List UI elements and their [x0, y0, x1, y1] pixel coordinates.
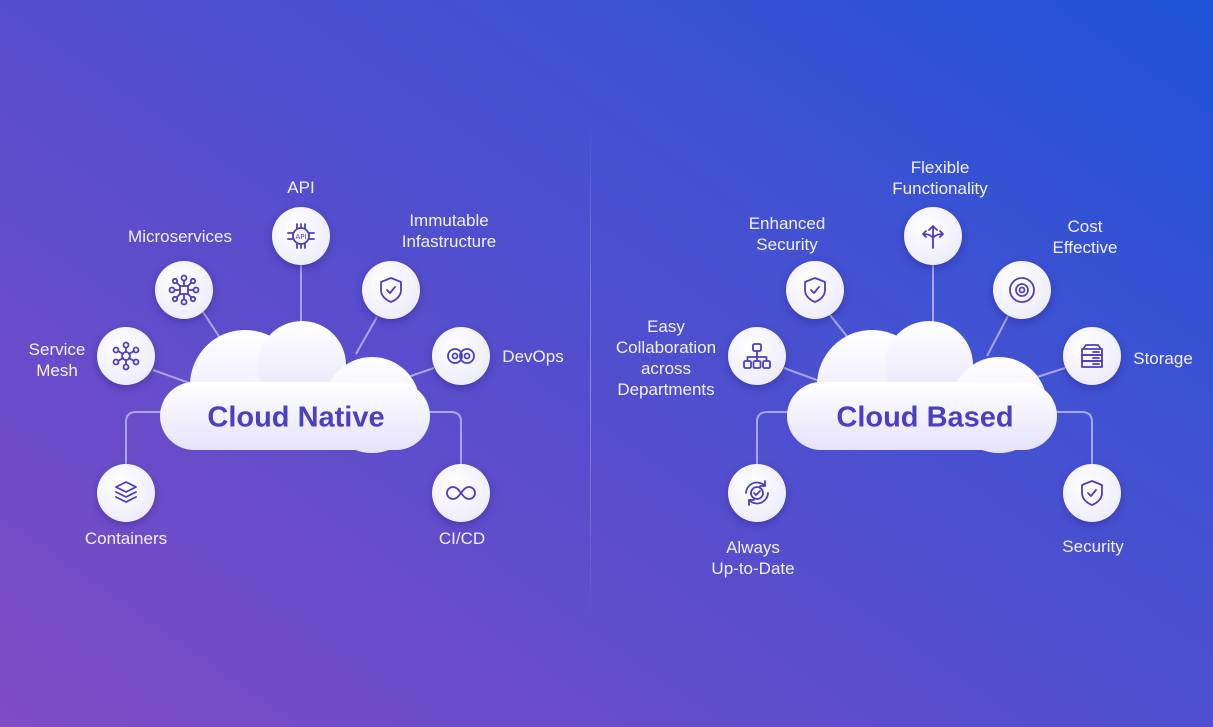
devops-label: DevOps	[502, 347, 564, 366]
org-chart-icon	[743, 343, 771, 369]
containers-node	[97, 464, 155, 522]
label-line: Flexible	[910, 158, 970, 177]
label-line: Service	[28, 340, 86, 359]
api-chip-icon: API	[287, 223, 315, 249]
api-node: API	[272, 207, 330, 265]
server-icon	[1081, 344, 1103, 368]
service-mesh-node	[97, 327, 155, 385]
infinity-icon	[446, 486, 476, 500]
flexible-functionality-node	[904, 207, 962, 265]
gear-cycle-icon	[1009, 277, 1035, 303]
refresh-check-icon	[745, 480, 769, 506]
label-line: Effective	[1052, 238, 1118, 257]
security-label: Security	[1062, 537, 1124, 556]
svg-text:API: API	[295, 233, 306, 241]
always-up-to-date-node	[728, 464, 786, 522]
immutable-infrastructure-node	[362, 261, 420, 319]
layers-icon	[115, 481, 137, 503]
label-line: across	[640, 359, 692, 378]
devops-node	[432, 327, 490, 385]
label-line: Cost	[1067, 217, 1103, 236]
label-line: Enhanced	[748, 214, 826, 233]
label-line: Mesh	[36, 361, 78, 380]
gears-cycle-icon	[447, 348, 475, 364]
label-line: Up-to-Date	[711, 559, 795, 578]
cicd-label: CI/CD	[438, 529, 486, 548]
network-hub-icon	[168, 274, 200, 306]
storage-node	[1063, 327, 1121, 385]
label-line: Immutable	[409, 211, 489, 230]
label-line: Easy	[647, 317, 685, 336]
microservices-label: Microservices	[128, 227, 232, 246]
shield-check-icon	[1081, 480, 1103, 506]
split-arrows-icon	[922, 225, 944, 249]
cicd-node	[432, 464, 490, 522]
easy-collaboration-node	[728, 327, 786, 385]
cost-effective-node	[993, 261, 1051, 319]
label-line: Always	[726, 538, 780, 557]
api-label: API	[287, 178, 315, 197]
cloud-native-title: Cloud Native	[207, 401, 385, 434]
microservices-node	[155, 261, 213, 319]
label-line: Security	[756, 235, 818, 254]
label-line: Collaboration	[615, 338, 717, 357]
enhanced-security-node	[786, 261, 844, 319]
storage-label: Storage	[1133, 349, 1193, 368]
mesh-icon	[112, 341, 140, 371]
divider	[590, 115, 591, 620]
shield-check-icon	[804, 277, 826, 303]
shield-check-icon	[380, 277, 402, 303]
security-node	[1063, 464, 1121, 522]
containers-label: Containers	[84, 529, 168, 548]
label-line: Functionality	[892, 179, 988, 198]
label-line: Infastructure	[401, 232, 497, 251]
label-line: Departments	[617, 380, 715, 399]
cloud-based-title: Cloud Based	[836, 401, 1014, 434]
